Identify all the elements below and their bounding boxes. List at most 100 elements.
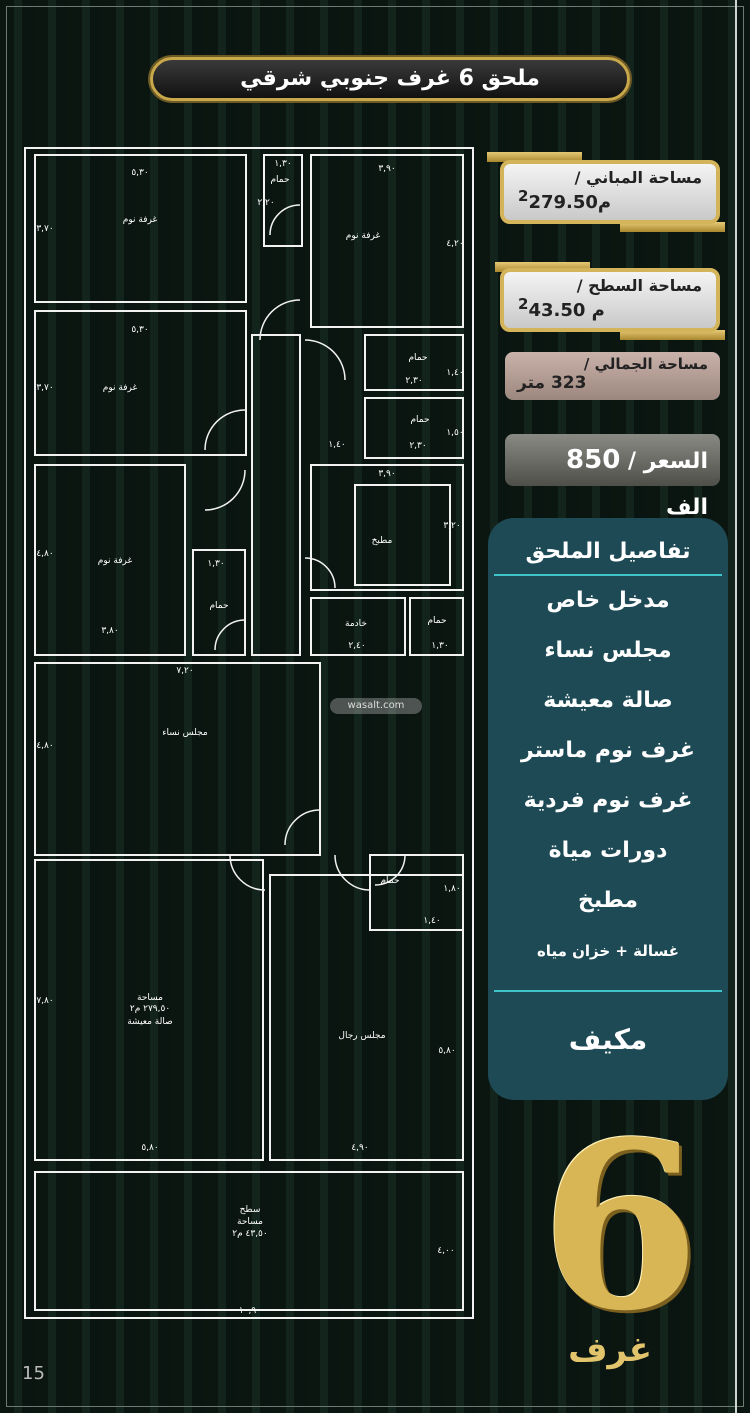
detail-item: غرف نوم ماستر [521,738,695,763]
room-bedroom-2 [310,154,464,328]
room-bath-4 [192,549,246,656]
corridor [251,334,301,656]
detail-item: غسالة + خزان مياه [536,942,680,960]
room-bath-1 [263,154,303,247]
total-area-value: 323 متر [517,373,587,393]
building-area-label: مساحة المباني / [574,168,702,187]
rooms-count-badge: 6 [540,1092,701,1362]
details-footer: مكيف [568,1023,648,1056]
dimension: ٤,٨٠ [36,741,53,751]
room-label: غرفة نوم [346,231,381,241]
dimension: ٣,٩٠ [378,469,395,479]
room-living [34,859,264,1161]
dimension: ٤,٩٠ [351,1143,368,1153]
room-kitchen [310,464,464,591]
detail-item: مجلس نساء [544,638,672,663]
dimension: ٢,٣٠ [405,376,422,386]
dimension: ٣,٢٠ [443,521,460,531]
details-panel: تفاصيل الملحق مدخل خاص مجلس نساء صالة مع… [488,518,728,1100]
room-bath-5 [409,597,464,656]
divider [494,574,722,576]
room-label: غرفة نوم [103,383,138,393]
room-label: مجلس رجال [338,1031,385,1041]
dimension: ٤,٠٠ [437,1246,454,1256]
price-label: السعر / [628,449,708,474]
room-bath-2 [364,334,464,391]
card-decoration [620,330,725,340]
room-label: ٤٣,٥٠ م٢ [232,1229,267,1239]
dimension: ١,٣٠ [207,559,224,569]
card-decoration [487,152,582,162]
roof-area-label: مساحة السطح / [576,276,702,295]
card-decoration [620,222,725,232]
price-value: 850 [566,445,621,475]
detail-item: مدخل خاص [546,588,670,613]
page-title: ملحق 6 غرف جنوبي شرقي [150,57,630,101]
room-roof [34,1171,464,1311]
card-decoration [495,262,590,272]
room-label: حمام [410,415,429,425]
frame [6,6,744,1407]
dimension: ٤,٨٠ [36,549,53,559]
divider [735,0,737,1413]
dimension: ٢,٢٠ [257,198,274,208]
dimension: ٥,٣٠ [131,168,148,178]
room-label: ٢٧٩,٥٠ م٢ [130,1004,170,1014]
detail-item: دورات مياة [548,838,668,863]
divider [494,990,722,992]
kitchen-counter [354,484,451,586]
room-label: غرفة نوم [98,556,133,566]
dimension: ٢,٣٠ [409,441,426,451]
dimension: ٧,٢٠ [176,666,193,676]
room-label: حمام [408,353,427,363]
room-bath-3 [364,397,464,459]
room-label: مساحة [237,1217,263,1227]
dimension: ٧,٨٠ [36,996,53,1006]
room-label: غرفة نوم [123,215,158,225]
dimension: ١,٥٠ [446,428,463,438]
detail-item: غرف نوم فردية [523,788,693,813]
room-label: مجلس نساء [162,728,208,738]
room-women-majlis [34,662,321,856]
dimension: ١,٤٠ [423,916,440,926]
price-card: السعر / 850 الف [505,434,720,520]
room-label: حمام [427,616,446,626]
room-bedroom-3 [34,310,247,456]
total-area-label: مساحة الجمالي / [583,355,708,373]
watermark: wasalt.com [330,698,422,714]
dimension: ١,٨٠ [443,884,460,894]
room-label: خادمة [345,619,367,629]
room-bedroom-4 [34,464,186,656]
dimension: ٣,٧٠ [36,383,53,393]
page-number: 15 [22,1363,45,1384]
dimension: ٥,٨٠ [438,1046,455,1056]
room-bedroom-1 [34,154,247,303]
dimension: ١,٤٠ [328,440,345,450]
dimension: ١,٣٠ [431,641,448,651]
details-heading: تفاصيل الملحق [525,539,691,564]
room-label: حمام [270,175,289,185]
dimension: ٣,٧٠ [36,224,53,234]
room-label: صالة معيشة [127,1017,173,1027]
room-label: حمام [209,601,228,611]
dimension: ٢,٤٠ [348,641,365,651]
total-area-card: مساحة الجمالي / 323 متر [505,352,720,400]
room-label: مساحة [137,993,163,1003]
room-label: مطبخ [372,536,393,546]
room-label: سطح [240,1205,261,1215]
detail-item: مطبخ [578,888,638,913]
dimension: ٥,٨٠ [141,1143,158,1153]
dimension: ٣,٩٠ [378,164,395,174]
price-unit: الف [665,495,708,520]
plan-outline [24,147,474,1319]
dimension: ٥,٣٠ [131,325,148,335]
room-men-majlis [269,874,464,1161]
room-label: حمام [380,876,399,886]
dimension: ١,٤٠ [446,368,463,378]
dimension: ١٠,٩٠ [239,1306,261,1316]
